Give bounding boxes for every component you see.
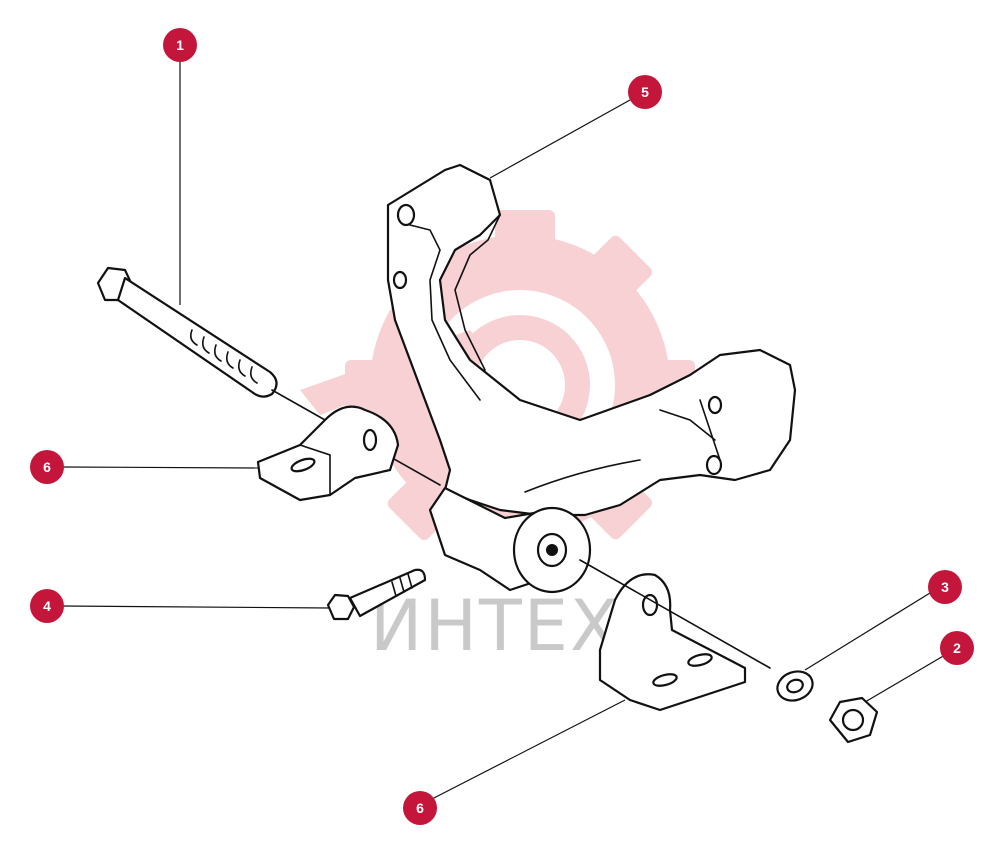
spring-washer — [776, 670, 814, 702]
svg-text:3: 3 — [941, 579, 949, 595]
leader-line-6-bottom — [429, 699, 626, 801]
long-bolt — [96, 266, 441, 486]
callout-1: 1 — [163, 28, 197, 62]
leader-line-2 — [859, 654, 946, 706]
callout-3: 3 — [928, 570, 962, 604]
bracket-lower — [579, 559, 771, 712]
watermark-text: ИНТЕХ — [370, 585, 620, 667]
svg-text:5: 5 — [641, 84, 649, 100]
hex-nut — [828, 696, 879, 744]
rubber-bushing — [428, 486, 592, 594]
callout-6-bottom: 6 — [403, 791, 437, 825]
short-bolt — [326, 568, 427, 621]
bracket-upper — [256, 405, 400, 502]
leader-lines — [61, 60, 946, 801]
callout-6-top: 6 — [30, 450, 64, 484]
svg-text:4: 4 — [43, 598, 51, 614]
svg-text:2: 2 — [953, 640, 961, 656]
callout-5: 5 — [628, 75, 662, 109]
callout-2: 2 — [940, 631, 974, 665]
svg-text:6: 6 — [416, 800, 424, 816]
leader-line-5 — [489, 99, 631, 179]
callout-4: 4 — [30, 589, 64, 623]
svg-text:1: 1 — [176, 37, 184, 53]
svg-text:6: 6 — [43, 459, 51, 475]
leader-line-4 — [61, 605, 331, 609]
leader-line-3 — [804, 592, 931, 671]
support-bracket — [386, 163, 797, 517]
leader-line-6-top — [61, 466, 263, 469]
